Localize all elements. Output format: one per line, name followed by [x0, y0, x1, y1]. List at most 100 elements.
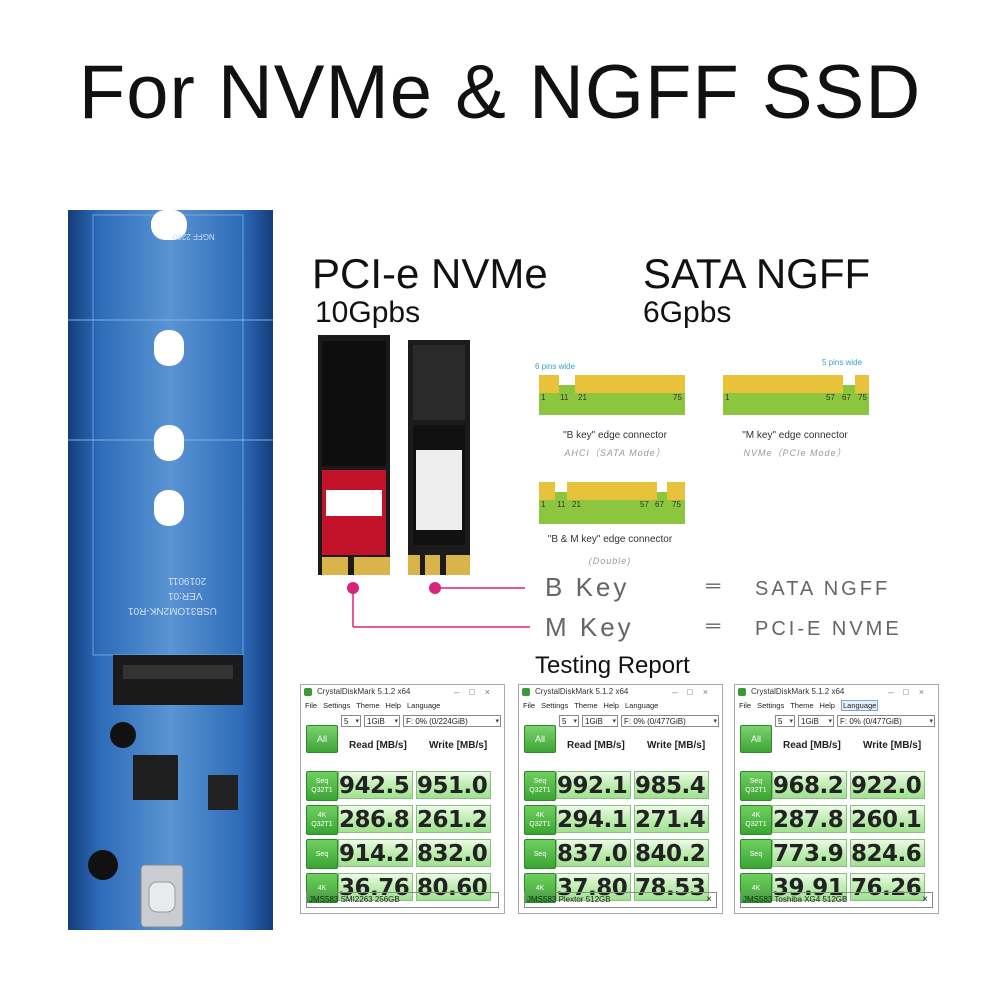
m-key-pin-1: 1	[725, 393, 730, 402]
clear-icon[interactable]: ×	[922, 894, 928, 905]
cdm-window-2: CrystalDiskMark 5.1.2 x64–□× File Settings…	[518, 684, 723, 914]
comment-field[interactable]: JMS583 Toshiba XG4 512GB×	[740, 892, 933, 908]
menu-item-language[interactable]: Language	[840, 700, 879, 711]
menu-item-theme[interactable]: Theme	[790, 701, 814, 710]
all-button[interactable]: All	[740, 725, 772, 753]
menu-item-file[interactable]: File	[523, 701, 536, 710]
cdm-options: 5▾1GiB▾F: 0% (0/477GiB)▾	[519, 713, 722, 729]
menu-item-settings[interactable]: Settings	[757, 701, 785, 710]
m-key-caption: "M key" edge connector	[742, 430, 848, 441]
m-key-mode: NVMe（PCIe Mode）	[743, 448, 847, 458]
b-key-pin-11: 11	[560, 393, 569, 402]
read-value: 837.0	[556, 839, 631, 867]
count-select[interactable]: 5▾	[775, 715, 795, 727]
menu-item-theme[interactable]: Theme	[356, 701, 380, 710]
b-key-mode: AHCI（SATA Mode）	[564, 448, 666, 458]
b-key-label: B Key	[545, 572, 630, 602]
row-button-3[interactable]: Seq	[524, 839, 556, 869]
window-controls[interactable]: –□×	[672, 687, 718, 697]
cdm-options: 5▾1GiB▾F: 0% (0/224GiB)▾	[301, 713, 504, 729]
clear-icon[interactable]: ×	[706, 894, 712, 905]
comment-field[interactable]: JMS583 Plextor 512GB×	[524, 892, 717, 908]
b-key-pin-21: 21	[578, 393, 587, 402]
menu-item-help[interactable]: Help	[819, 701, 835, 710]
nvme-ssd-stick	[318, 335, 390, 575]
sata-label: SATA NGFF	[643, 250, 871, 297]
m-key-type: PCI-E NVME	[755, 618, 902, 640]
cdm-menubar: File Settings Theme Help Language	[735, 699, 938, 713]
bm-key-mode: (Double)	[588, 556, 632, 566]
write-value: 951.0	[416, 771, 491, 799]
bm-key-pin-21: 21	[572, 500, 581, 509]
bm-key-pin-57: 57	[640, 500, 649, 509]
write-value: 261.2	[416, 805, 491, 833]
read-value: 942.5	[338, 771, 413, 799]
size-select[interactable]: 1GiB▾	[582, 715, 618, 727]
menu-item-language[interactable]: Language	[624, 701, 659, 710]
size-select[interactable]: 1GiB▾	[364, 715, 400, 727]
menu-item-help[interactable]: Help	[385, 701, 401, 710]
page-title: For NVMe & NGFF SSD	[78, 50, 922, 135]
row-button-3[interactable]: Seq	[306, 839, 338, 869]
row-button-4[interactable]: 4K	[524, 873, 556, 903]
m-key-pin-67: 67	[842, 393, 851, 402]
drive-select[interactable]: F: 0% (0/477GiB)▾	[621, 715, 719, 727]
edge-connector-diagrams	[539, 375, 869, 524]
adapter-board-image: NGFF 2280 USB31OM2NK-R01 VER:01 2019011	[68, 210, 273, 930]
read-value: 287.8	[772, 805, 847, 833]
drive-select[interactable]: F: 0% (0/477GiB)▾	[837, 715, 935, 727]
write-header: Write [MB/s]	[863, 740, 922, 751]
b-key-connector	[539, 375, 685, 415]
comment-field[interactable]: JMS583 SMI2263 256GB	[306, 892, 499, 908]
menu-item-theme[interactable]: Theme	[574, 701, 598, 710]
board-label-ver: VER:01	[168, 590, 203, 601]
menu-item-help[interactable]: Help	[603, 701, 619, 710]
testing-report-title: Testing Report	[535, 652, 690, 679]
m-key-pin-75: 75	[858, 393, 867, 402]
write-value: 80.60	[416, 873, 491, 901]
count-select[interactable]: 5▾	[559, 715, 579, 727]
cdm-titlebar: CrystalDiskMark 5.1.2 x64–□×	[301, 685, 504, 699]
board-label-model: USB31OM2NK-R01	[128, 605, 217, 616]
row-button-3[interactable]: Seq	[740, 839, 772, 869]
board-label-date: 2019011	[168, 575, 207, 586]
read-header: Read [MB/s]	[349, 740, 407, 751]
count-select[interactable]: 5▾	[341, 715, 361, 727]
size-select[interactable]: 1GiB▾	[798, 715, 834, 727]
all-button[interactable]: All	[524, 725, 556, 753]
cdm-window-3: CrystalDiskMark 5.1.2 x64 –□× File Settings…	[734, 684, 939, 914]
row-button-4[interactable]: 4K	[740, 873, 772, 903]
write-value: 832.0	[416, 839, 491, 867]
cdm-title: CrystalDiskMark 5.1.2 x64	[751, 687, 845, 696]
drive-select[interactable]: F: 0% (0/224GiB)▾	[403, 715, 501, 727]
b-key-caption: "B key" edge connector	[563, 430, 667, 441]
bm-key-pin-67: 67	[655, 500, 664, 509]
read-value: 286.8	[338, 805, 413, 833]
row-button-4[interactable]: 4K	[306, 873, 338, 903]
menu-item-file[interactable]: File	[739, 701, 752, 710]
menu-item-language[interactable]: Language	[406, 701, 441, 710]
menu-item-file[interactable]: File	[305, 701, 318, 710]
menu-item-settings[interactable]: Settings	[541, 701, 569, 710]
write-value: 824.6	[850, 839, 925, 867]
bm-key-connector	[539, 482, 685, 524]
write-header: Write [MB/s]	[647, 740, 706, 751]
read-value: 37.80	[556, 873, 631, 901]
read-value: 914.2	[338, 839, 413, 867]
window-controls[interactable]: –□×	[888, 687, 934, 697]
cdm-window-1: CrystalDiskMark 5.1.2 x64–□× File Settings…	[300, 684, 505, 914]
window-controls[interactable]: –□×	[454, 687, 500, 697]
all-button[interactable]: All	[306, 725, 338, 753]
b-key-equals: ═	[706, 575, 724, 597]
bm-key-pin-11: 11	[557, 500, 566, 509]
b-key-pins-note: 6 pins wide	[535, 362, 576, 371]
b-key-pin-75: 75	[673, 393, 682, 402]
menu-item-settings[interactable]: Settings	[323, 701, 351, 710]
cdm-titlebar: CrystalDiskMark 5.1.2 x64–□×	[519, 685, 722, 699]
